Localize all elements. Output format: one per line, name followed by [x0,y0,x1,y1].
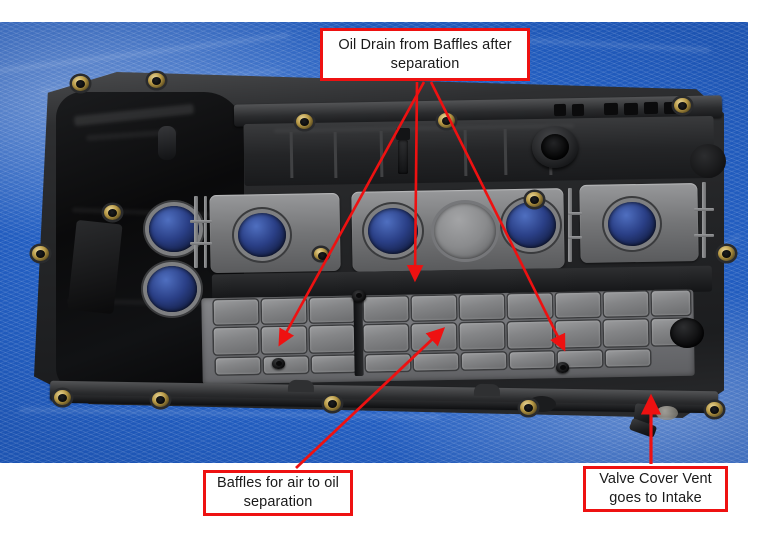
bolt-grommet-left-3 [54,390,71,405]
deck-rib [568,236,582,239]
oil-drain-nipple-center [352,290,366,302]
rail-bump [473,383,501,397]
baffle-cell [459,294,505,320]
bolt-grommet-bottom-4 [706,402,723,417]
baffle-cell [413,353,459,371]
cam-bore-4 [608,202,656,246]
valve-cover-vent-elbow [628,417,658,439]
deck-rib [190,242,212,245]
lower-right-hole [670,318,704,348]
baffle-cell [309,325,355,353]
cam-bore-1 [238,213,286,257]
baffle-cell [459,322,505,350]
baffle-cell [365,354,411,372]
valve-cover-part [32,70,735,439]
cam-bore-left-lower [147,266,197,312]
baffle-cell [363,324,409,352]
rail-slot [571,103,585,117]
label-oil-drain: Oil Drain from Baffles after separation [320,28,530,81]
bolt-grommet-top-4 [438,113,455,128]
cam-bore-2 [368,208,418,254]
cam-bore-3 [506,202,556,248]
rail-slot [603,102,619,116]
bolt-grommet-bottom-3 [520,400,537,415]
baffle-cell [605,349,651,367]
baffle-cell [311,355,357,373]
valve-cover-photograph [0,22,748,463]
baffle-cell [603,291,649,317]
bolt-grommet-bottom-2 [324,396,341,411]
oil-drain-nipple-right [556,362,569,373]
bolt-grommet-top-5 [674,98,691,113]
baffle-cell [263,356,309,374]
center-tab [396,128,410,140]
deck-rib [194,196,198,268]
label-vent-text: Valve Cover Vent goes to Intake [599,471,712,506]
baffle-cell [213,327,259,355]
baffle-cell [603,319,649,347]
pcv-collar [532,126,578,168]
baffle-cell [411,323,457,351]
vent-clip [656,406,678,420]
bolt-grommet-top-1 [72,76,89,91]
baffle-cell [261,326,307,354]
baffle-cell [555,320,601,348]
deck-rib [694,208,714,211]
label-oil-drain-text: Oil Drain from Baffles after separation [338,36,512,72]
cam-bore-left-upper [149,206,199,252]
deck-rib [204,196,207,268]
bolt-grommet-deck-left [314,248,328,260]
baffle-cell [261,298,307,324]
baffle-cell [507,293,553,319]
center-boss [398,140,408,174]
bolt-grommet-left-1 [104,205,121,220]
baffle-cell [461,352,507,370]
label-baffles-text: Baffles for air to oil separation [216,475,340,510]
bolt-grommet-deck-center [526,192,543,207]
bolt-grommet-top-2 [148,73,165,88]
center-drain-channel [353,295,364,377]
baffle-cell [363,296,409,322]
right-shoulder-hole [690,144,726,178]
bolt-grommet-top-3 [296,114,313,129]
baffle-cell [213,299,259,325]
oil-drain-nipple-left [272,358,285,369]
baffle-cell [507,321,553,349]
cam-cap-bore-center [434,203,496,259]
deck-rib [694,234,714,237]
bolt-grommet-right-1 [718,246,735,261]
baffle-cell [555,292,601,318]
baffle-cell [411,295,457,321]
deck-rib [702,182,706,258]
rail-slot [553,103,567,117]
rail-bump [287,379,315,393]
rail-slot [623,102,639,116]
tarp-fold [0,33,290,74]
bolt-grommet-bottom-1 [152,392,169,407]
deck-rib [190,220,212,223]
upper-left-stub [158,126,176,160]
deck-rib [568,212,582,215]
label-baffles: Baffles for air to oil separation [203,470,353,516]
deck-rib [568,188,572,262]
baffle-cell [509,351,555,369]
rail-slot [643,101,659,115]
baffle-cell [651,290,691,316]
baffle-cell [215,357,261,375]
bolt-grommet-left-2 [32,246,49,261]
label-vent: Valve Cover Vent goes to Intake [583,466,728,512]
baffle-cell [309,297,355,323]
left-wedge [67,219,123,315]
